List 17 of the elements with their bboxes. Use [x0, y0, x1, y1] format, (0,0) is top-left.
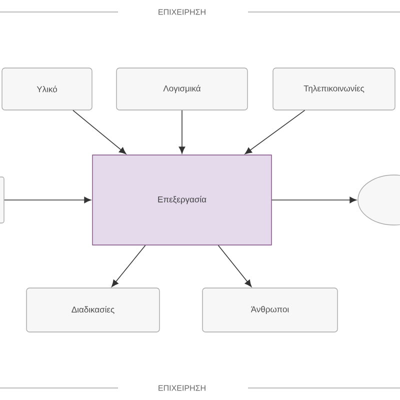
output-box: Διαδικασίες: [26, 288, 160, 332]
arrow: [218, 244, 252, 287]
box: [0, 176, 4, 224]
section-heading: ΕΠΙΧΕΙΡΗΣΗ: [158, 385, 206, 391]
arrow: [4, 196, 92, 204]
arrow: [112, 244, 146, 287]
arrow: [244, 110, 306, 154]
section-heading: ΕΠΙΧΕΙΡΗΣΗ: [158, 9, 206, 15]
arrow: [271, 196, 357, 204]
input-box: Τηλεπικοινωνίες: [272, 68, 396, 110]
output-box: Άνθρωποι: [202, 288, 338, 332]
input-box: Υλικό: [2, 68, 92, 110]
ellipse: [358, 174, 400, 226]
process-box: Επεξεργασία: [92, 154, 272, 246]
arrow: [72, 110, 126, 154]
arrow: [178, 110, 186, 154]
input-box: Λογισμικά: [116, 68, 248, 110]
